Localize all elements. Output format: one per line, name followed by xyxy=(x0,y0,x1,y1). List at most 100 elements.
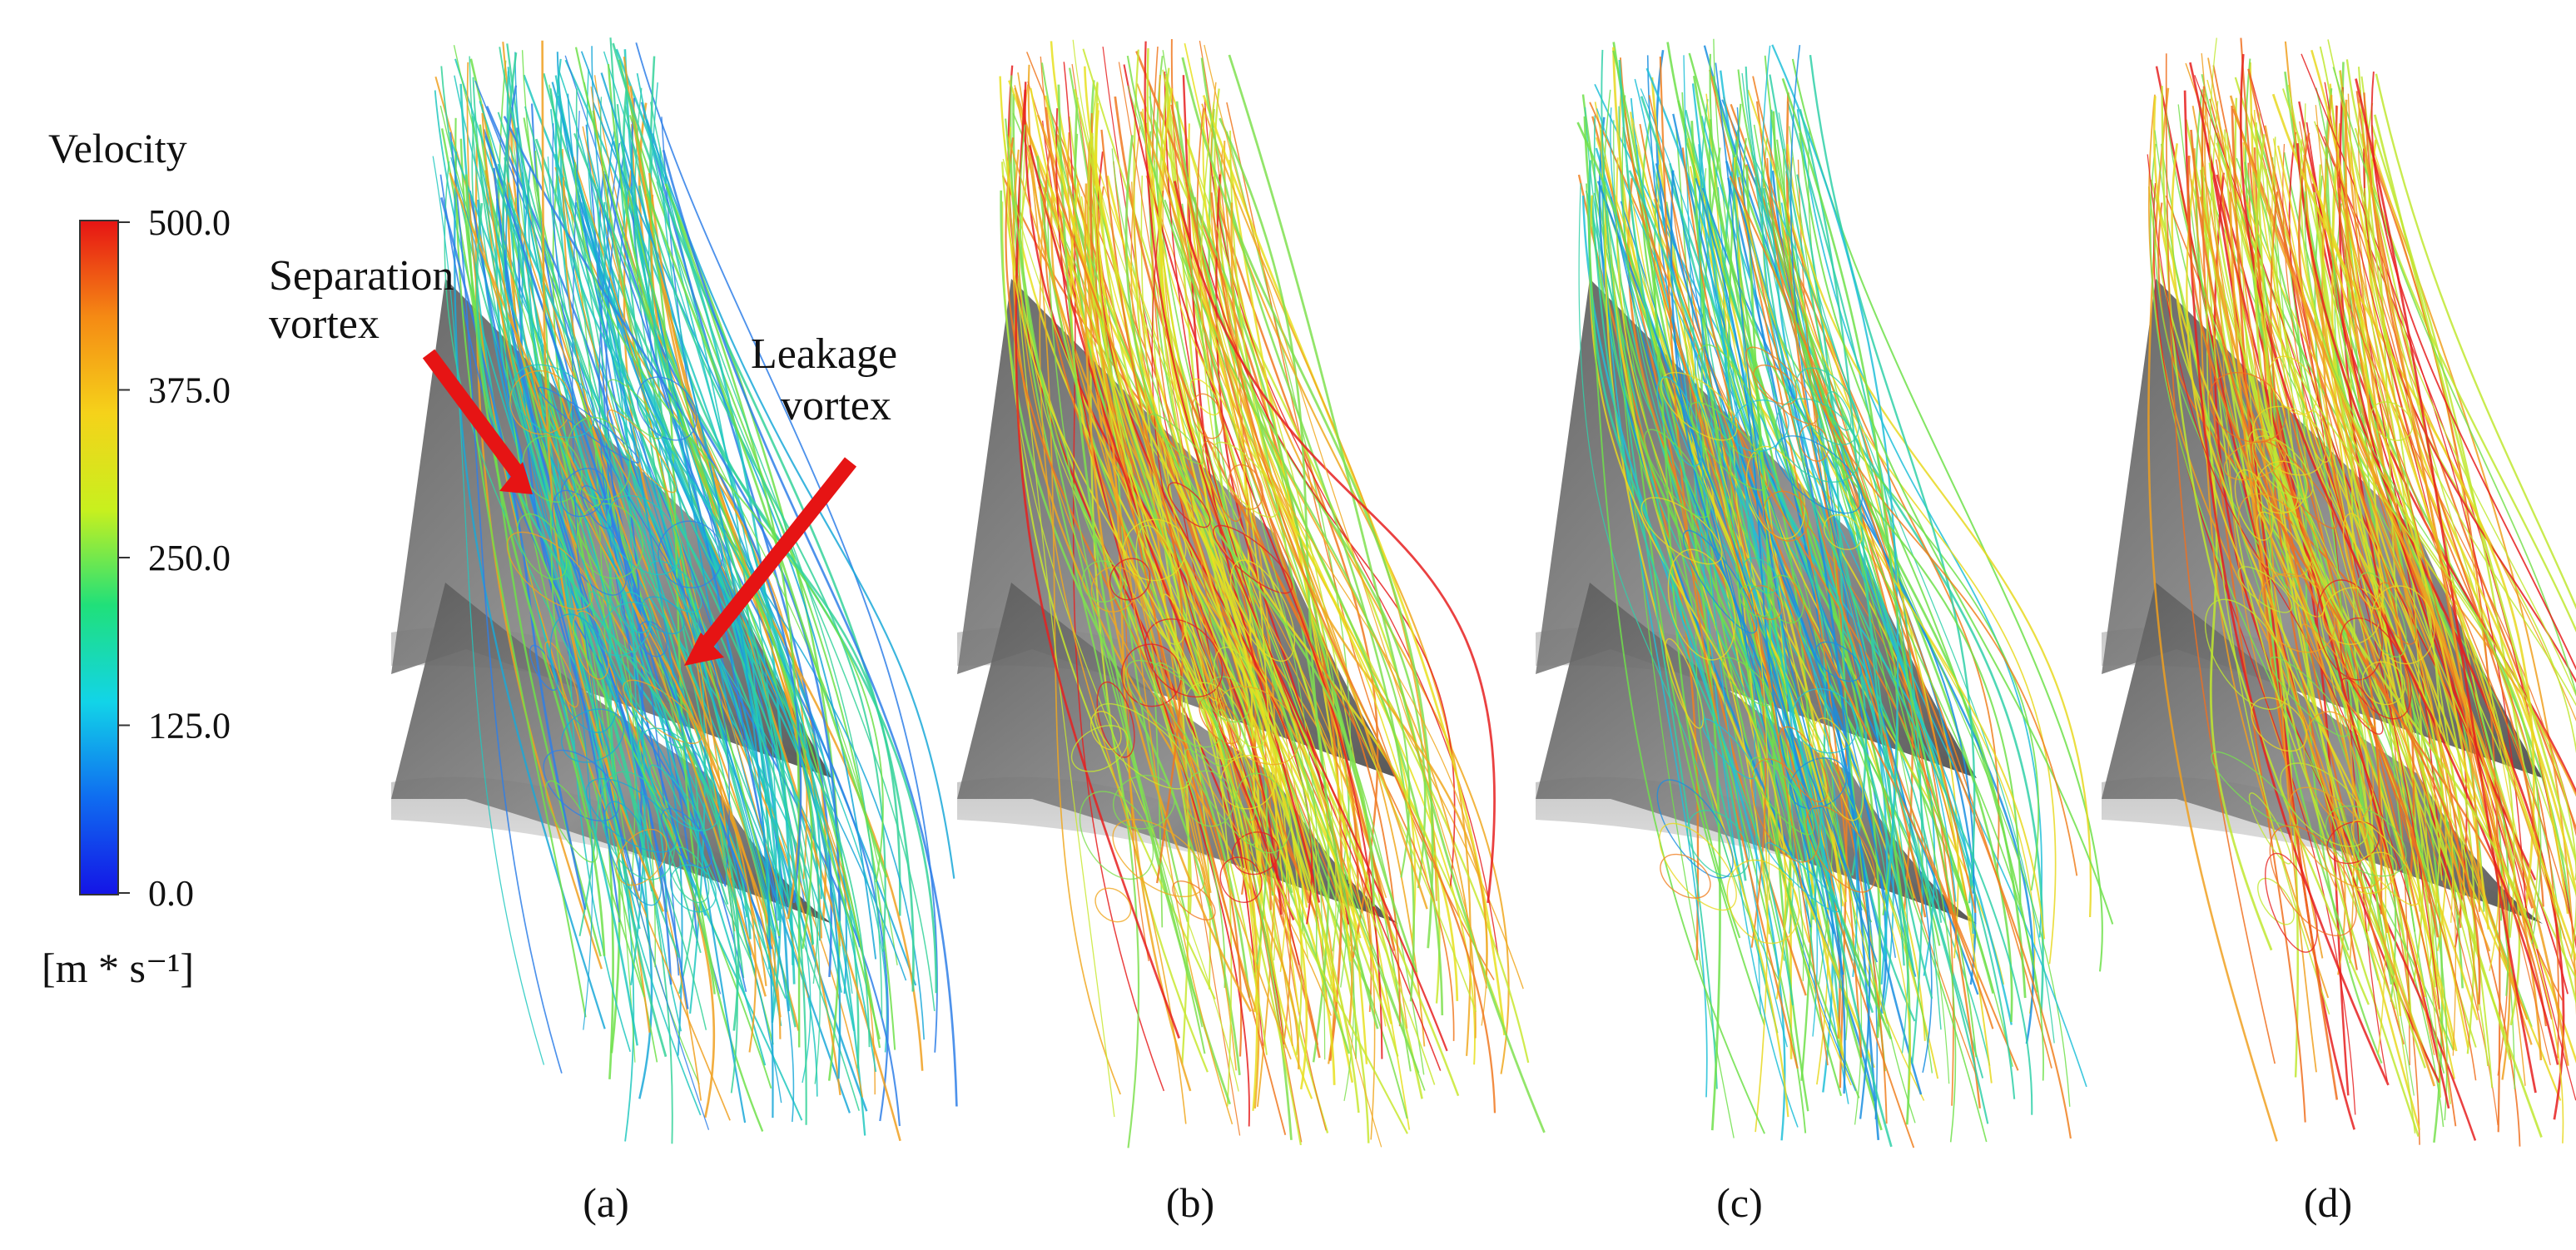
streamline xyxy=(504,157,681,958)
vortex-swirl xyxy=(1812,717,1864,821)
vortex-swirl xyxy=(1660,853,1711,899)
streamline xyxy=(2338,187,2576,976)
streamline xyxy=(1736,107,1896,959)
streamline xyxy=(1170,38,1401,1027)
vortex-swirl xyxy=(2269,656,2349,737)
streamline xyxy=(453,45,656,968)
annotation-separation-line2: vortex xyxy=(269,300,380,348)
vortex-swirl xyxy=(2223,439,2287,481)
vortex-swirl xyxy=(1096,681,1135,758)
streamlines xyxy=(2147,37,2576,1147)
streamline xyxy=(464,174,606,956)
vortex-swirl xyxy=(1682,529,1758,634)
streamline xyxy=(1204,44,1488,989)
vortex-swirl xyxy=(1765,842,1839,913)
leakage-arrowhead xyxy=(684,632,724,666)
panel-a: (a) xyxy=(391,37,958,1226)
streamline xyxy=(2335,106,2576,942)
streamline xyxy=(1005,118,1206,1054)
vortex-swirl xyxy=(1167,482,1211,528)
vortex-swirl xyxy=(1219,856,1263,903)
streamline xyxy=(2253,109,2564,1143)
streamline xyxy=(1012,149,1300,1069)
streamline xyxy=(2254,134,2539,950)
streamline xyxy=(2375,73,2576,610)
vortex-swirl xyxy=(1794,367,1860,446)
streamline xyxy=(1124,135,1375,907)
streamline xyxy=(2149,143,2454,1051)
streamline xyxy=(1731,171,2033,1115)
streamline xyxy=(592,110,781,937)
streamline xyxy=(454,58,646,985)
colorbar xyxy=(79,220,119,895)
vortex-swirl xyxy=(2356,572,2407,658)
streamline xyxy=(1106,175,1354,1084)
vortex-swirl xyxy=(2269,355,2317,415)
vortex-swirl xyxy=(1644,429,1711,518)
vortex-swirl xyxy=(1213,524,1293,594)
streamline xyxy=(1645,67,1814,900)
streamline xyxy=(2315,105,2457,1056)
vortex-swirl xyxy=(1228,464,1263,510)
streamline xyxy=(1015,89,1180,1039)
streamline xyxy=(2371,159,2501,1133)
vortex-swirl xyxy=(1112,775,1175,830)
streamline xyxy=(1215,201,1379,959)
vortex-swirl xyxy=(2342,513,2385,610)
streamline xyxy=(2189,62,2355,1130)
annotation-leakage-line2: vortex xyxy=(781,382,891,429)
streamline xyxy=(2282,143,2499,1126)
vortex-swirl xyxy=(1149,413,1204,465)
streamline xyxy=(2147,87,2278,1142)
streamline xyxy=(1098,186,1360,1114)
vortex-swirl xyxy=(649,764,703,831)
streamline xyxy=(574,162,884,883)
streamline xyxy=(2207,57,2317,1073)
streamline xyxy=(1670,170,1846,1094)
vortex-swirl xyxy=(598,601,653,657)
streamline xyxy=(2217,122,2376,881)
streamline xyxy=(2194,75,2440,1009)
streamline xyxy=(1723,97,1954,1106)
streamline xyxy=(1045,95,1352,962)
streamline xyxy=(2338,175,2576,1101)
vortex-swirl xyxy=(1775,398,1860,483)
streamline xyxy=(1613,120,1804,981)
streamline xyxy=(604,173,841,921)
streamlines xyxy=(432,37,958,1144)
streamline xyxy=(1612,50,1741,939)
colorbar-tick-label: 250.0 xyxy=(148,538,231,578)
streamline xyxy=(1006,134,1212,906)
streamline xyxy=(646,193,888,878)
streamline xyxy=(1789,126,1950,1084)
colorbar-tick-label: 125.0 xyxy=(148,706,231,747)
vortex-swirl xyxy=(1212,441,1279,518)
vortex-swirl xyxy=(2237,566,2293,613)
vortex-swirl xyxy=(1656,376,1703,467)
vortex-swirl xyxy=(1686,810,1750,877)
streamline xyxy=(1634,78,1799,1128)
streamline xyxy=(1766,157,2078,876)
vortex-swirl xyxy=(1183,770,1234,827)
streamline xyxy=(1123,64,1383,1059)
streamline xyxy=(567,93,795,1123)
vortex-swirl xyxy=(1667,548,1736,661)
vortex-swirl xyxy=(2370,585,2435,665)
vortex-swirl xyxy=(1688,401,1769,491)
streamline xyxy=(574,47,881,1040)
vortex-swirl xyxy=(658,520,723,588)
vortex-swirl xyxy=(2340,677,2384,735)
streamline xyxy=(588,172,778,901)
streamline xyxy=(1700,116,1936,976)
separation-arrow xyxy=(422,349,525,479)
vortex-swirl xyxy=(1191,393,1223,439)
vortex-swirl xyxy=(585,777,678,853)
streamline xyxy=(645,119,955,879)
streamline xyxy=(472,77,702,954)
streamline xyxy=(600,72,774,1119)
streamline xyxy=(1130,125,1387,899)
streamline xyxy=(1785,92,1927,918)
vortex-swirl xyxy=(620,655,686,748)
annotation-separation-line1: Separation xyxy=(269,252,454,300)
vortex-swirl xyxy=(1665,637,1704,729)
